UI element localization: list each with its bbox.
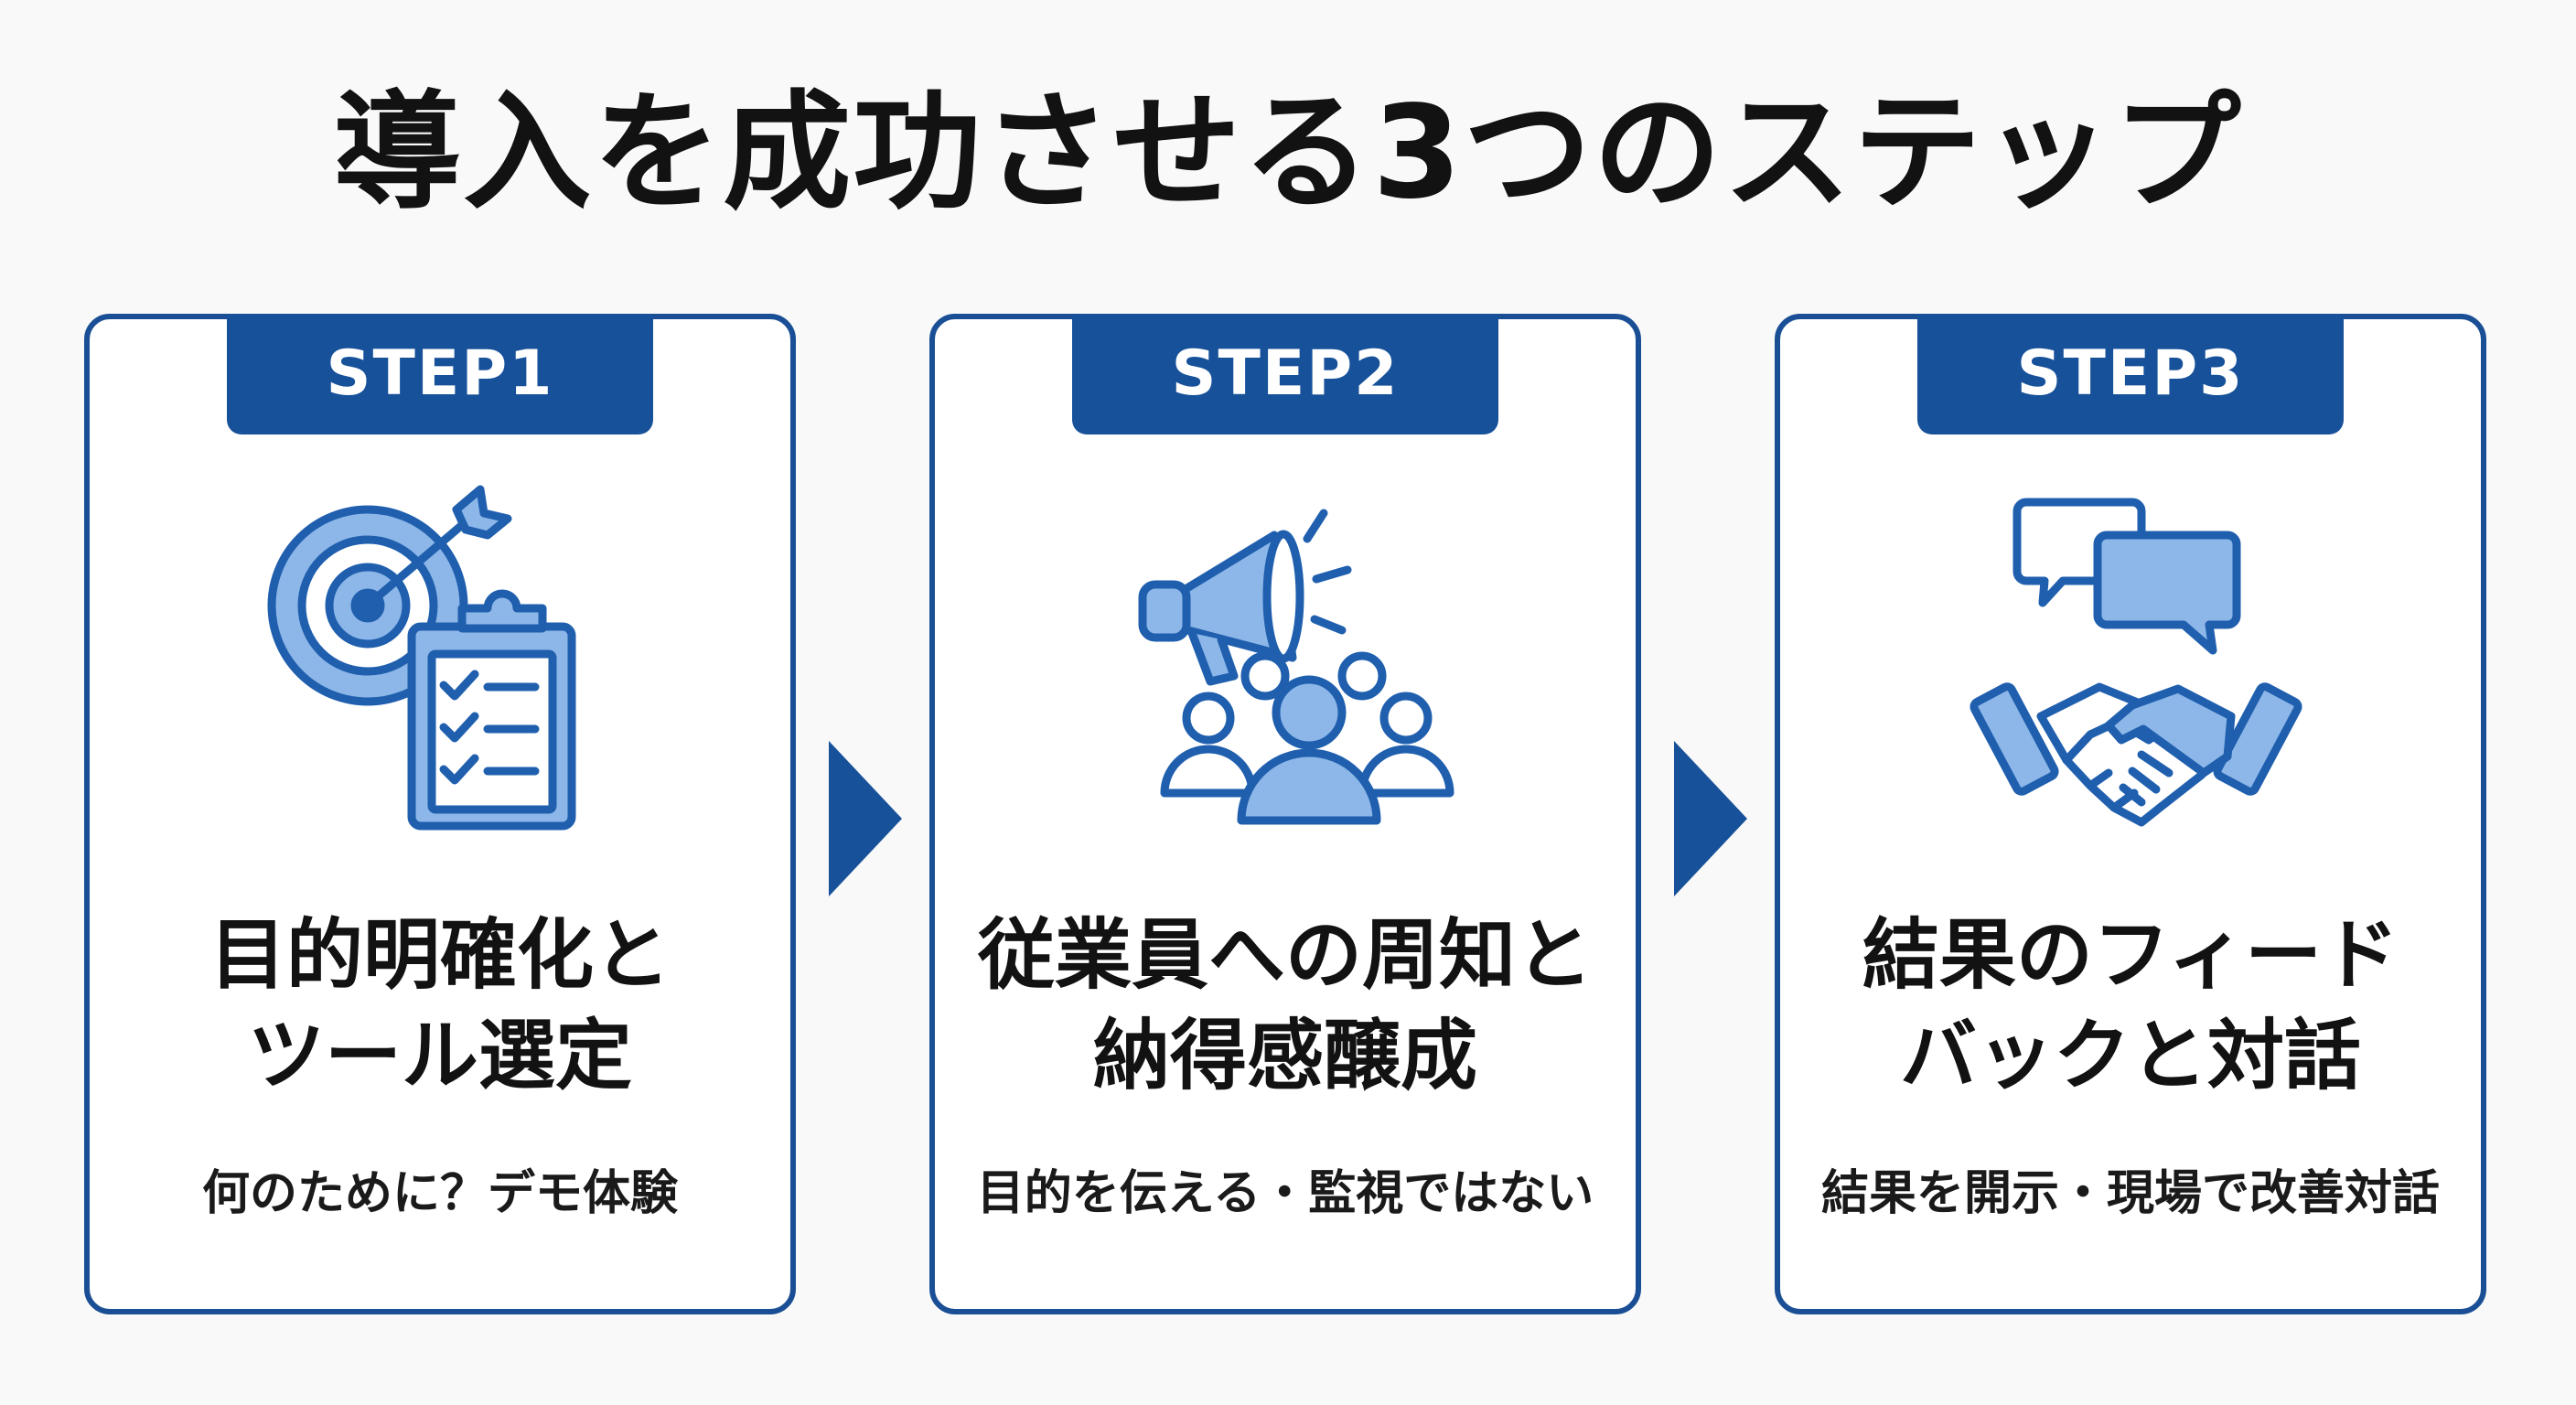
megaphone-people-icon [1138, 509, 1454, 825]
step-title: 目的明確化と ツール選定 [90, 905, 790, 1106]
step-title-line: 目的明確化と [209, 910, 671, 1000]
step-card-1: STEP1 目的明確化と ツール選定 何のために？デモ体験 [84, 314, 796, 1314]
step-badge: STEP3 [1917, 314, 2344, 434]
step-card-3: STEP3 結果のフィード バックと対話 結果を開示・現場で改善対話 [1775, 314, 2486, 1314]
next-arrow-icon [829, 741, 902, 896]
chat-handshake-icon [1970, 498, 2302, 827]
target-checklist-icon [267, 485, 576, 831]
step-title-line: バックと対話 [1899, 1011, 2361, 1100]
step-title-line: 結果のフィード [1862, 910, 2399, 1000]
step-title-line: 従業員への周知と [977, 910, 1593, 1000]
next-arrow-icon [1674, 741, 1747, 896]
step-caption: 目的を伝える・監視ではない [976, 1166, 1594, 1221]
page-title: 導入を成功させる3つのステップ [333, 79, 2243, 228]
step-title-line: 納得感醸成 [1092, 1011, 1477, 1100]
step-caption: 何のために？デモ体験 [201, 1166, 678, 1221]
step-caption: 結果を開示・現場で改善対話 [1820, 1166, 2440, 1221]
step-badge: STEP2 [1072, 314, 1498, 434]
step-badge: STEP1 [227, 314, 653, 434]
step-title: 結果のフィード バックと対話 [1780, 905, 2481, 1106]
step-title: 従業員への周知と 納得感醸成 [935, 905, 1636, 1106]
step-title-line: ツール選定 [247, 1011, 632, 1100]
step-card-2: STEP2 従業員への周知と 納得感醸成 [929, 314, 1641, 1314]
